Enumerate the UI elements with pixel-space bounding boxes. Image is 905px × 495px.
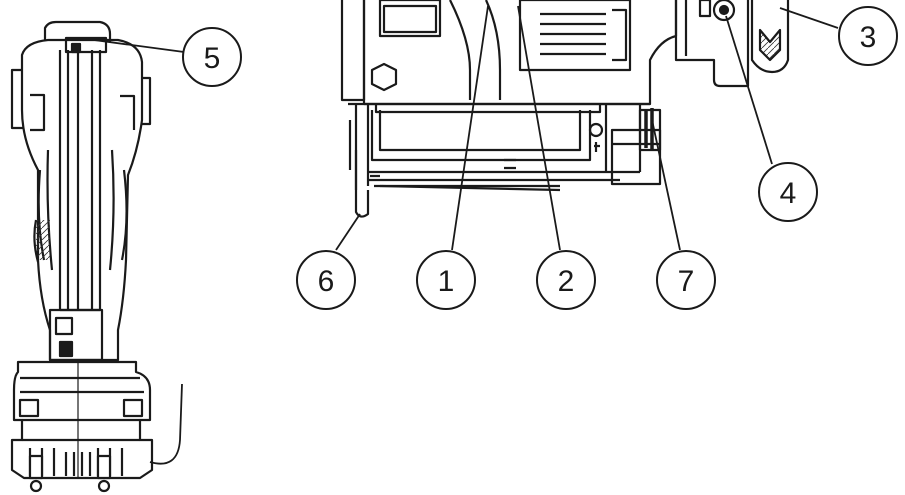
callout-4: 4 xyxy=(758,162,818,222)
leader-line-4 xyxy=(725,15,773,165)
leader-line-1 xyxy=(451,5,489,251)
leader-line-6 xyxy=(335,213,361,251)
svg-text:3: 3 xyxy=(860,21,877,54)
callout-7: 7 xyxy=(656,250,716,310)
svg-text:5: 5 xyxy=(204,42,221,75)
front-view-drawing xyxy=(340,0,790,218)
leader-line-5 xyxy=(93,39,185,53)
svg-text:4: 4 xyxy=(780,177,797,210)
callout-1: 1 xyxy=(416,250,476,310)
svg-text:7: 7 xyxy=(678,265,695,298)
callout-3: 3 xyxy=(838,6,898,66)
leader-lines xyxy=(93,5,839,251)
leader-line-7 xyxy=(651,119,681,251)
callout-5: 5 xyxy=(182,27,242,87)
leader-line-2 xyxy=(517,5,561,251)
side-view-drawing xyxy=(10,20,183,493)
leader-line-3 xyxy=(779,7,839,29)
svg-text:6: 6 xyxy=(318,265,335,298)
svg-text:2: 2 xyxy=(558,265,575,298)
callout-6: 6 xyxy=(296,250,356,310)
svg-text:1: 1 xyxy=(438,265,455,298)
callout-2: 2 xyxy=(536,250,596,310)
